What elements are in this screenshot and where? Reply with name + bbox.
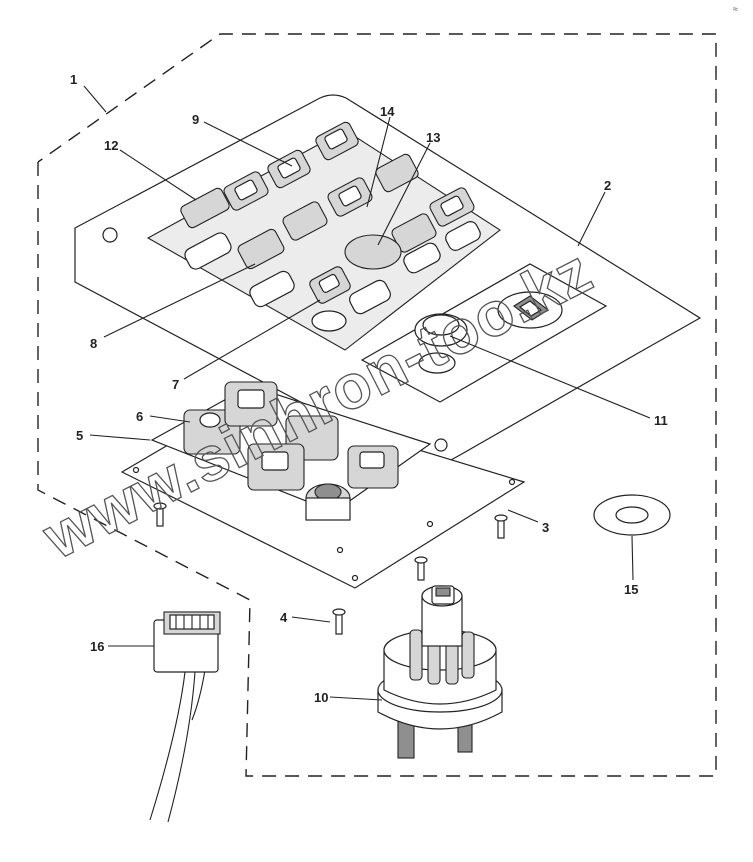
callout-9: 9: [192, 112, 199, 127]
callout-4: 4: [280, 610, 288, 625]
screws-part-4: [153, 502, 508, 635]
faceplate-part-2: [74, 94, 702, 467]
callout-1: 1: [70, 72, 77, 87]
callout-3: 3: [542, 520, 549, 535]
callout-labels: 1 2 3 4 5 6 7 8 9 10 11 12 13 14 15 16: [70, 72, 668, 705]
washer-part-15: [593, 494, 671, 536]
callout-8: 8: [90, 336, 97, 351]
callout-10: 10: [314, 690, 328, 705]
callout-7: 7: [172, 377, 179, 392]
leader-lines: [83, 85, 651, 701]
callout-6: 6: [136, 409, 143, 424]
rotary-switch-part-10: [377, 585, 503, 759]
callout-12: 12: [104, 138, 118, 153]
assembly-boundary-dashed: [37, 33, 717, 777]
callout-11: 11: [654, 413, 668, 428]
connector-part-16: [149, 611, 221, 823]
callout-5: 5: [76, 428, 83, 443]
callout-16: 16: [90, 639, 104, 654]
button-caps: [180, 121, 481, 374]
callout-14: 14: [380, 104, 395, 119]
callout-13: 13: [426, 130, 440, 145]
switch-modules: [183, 381, 399, 521]
callout-15: 15: [624, 582, 638, 597]
callout-2: 2: [604, 178, 611, 193]
corner-mark: ≈: [733, 4, 738, 14]
